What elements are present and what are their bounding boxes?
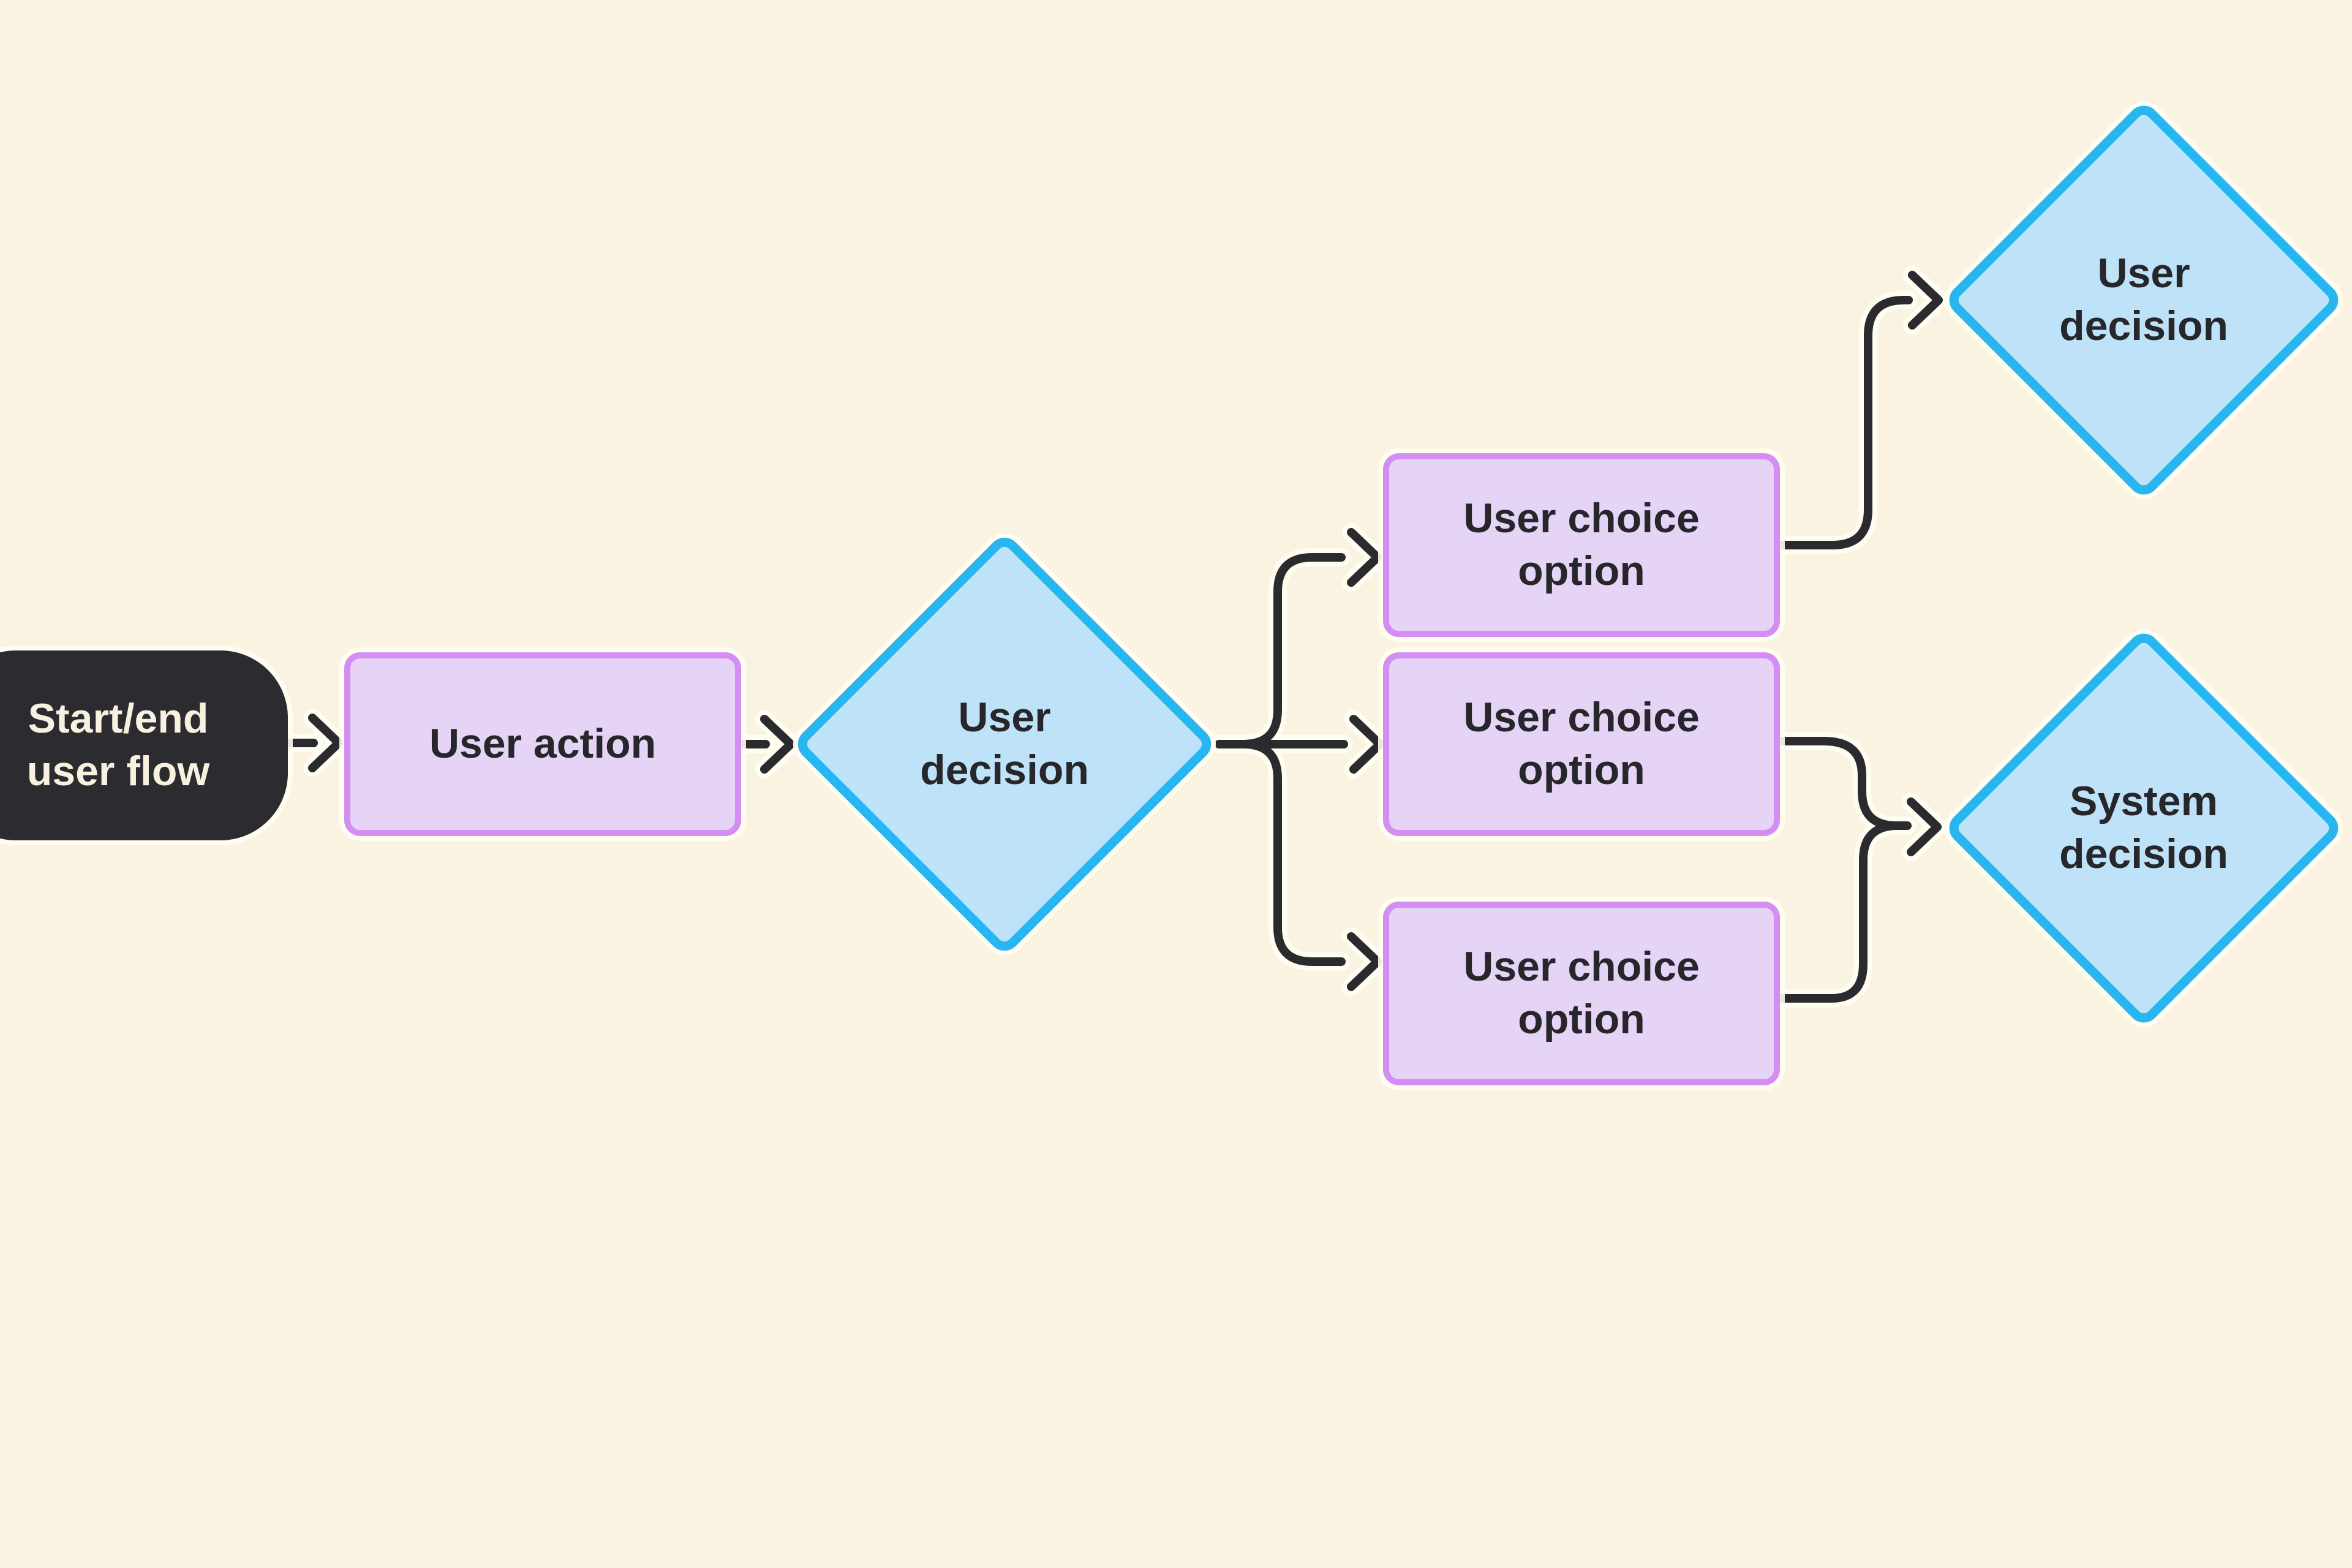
edge-decision1-choice2-arrowhead-icon — [1349, 715, 1384, 774]
node-user-choice-option-1-label: User choice option — [1463, 495, 1700, 594]
node-user-decision-1-label: User decision — [920, 694, 1089, 793]
edge-merge-system-arrowhead-icon — [1907, 797, 1942, 856]
edge-start-action-arrowhead-icon — [308, 714, 343, 772]
edge-decision1-choice3-arrowhead-icon — [1347, 932, 1382, 991]
node-user-action[interactable]: User action — [344, 652, 741, 836]
node-user-choice-option-3[interactable]: User choice option — [1383, 902, 1780, 1085]
node-user-action-label: User action — [429, 720, 657, 767]
node-user-choice-option-1[interactable]: User choice option — [1383, 453, 1780, 637]
node-start-end[interactable]: Start/end user flow — [0, 650, 288, 840]
edge-choice2-system[interactable] — [1777, 737, 1901, 830]
node-user-choice-option-2[interactable]: User choice option — [1383, 652, 1780, 836]
edge-decision1-choice1[interactable] — [1239, 553, 1346, 748]
connector-lines — [282, 271, 1943, 1003]
node-user-choice-option-2-label: User choice option — [1463, 694, 1700, 793]
edge-choice1-decision2-arrowhead-icon — [1908, 271, 1943, 330]
node-system-decision-label: System decision — [2059, 778, 2228, 877]
edge-decision1-choice1-arrowhead-icon — [1347, 528, 1382, 587]
node-user-decision-2-label: User decision — [2059, 250, 2228, 349]
edge-action-decision1-arrowhead-icon — [760, 715, 795, 774]
edge-decision1-choice3[interactable] — [1239, 740, 1346, 966]
node-start-end-label: Start/end user flow — [26, 695, 210, 794]
edge-choice1-decision2[interactable] — [1777, 296, 1913, 549]
edge-choice3-system[interactable] — [1777, 821, 1902, 1003]
node-user-choice-option-3-label: User choice option — [1463, 943, 1700, 1042]
